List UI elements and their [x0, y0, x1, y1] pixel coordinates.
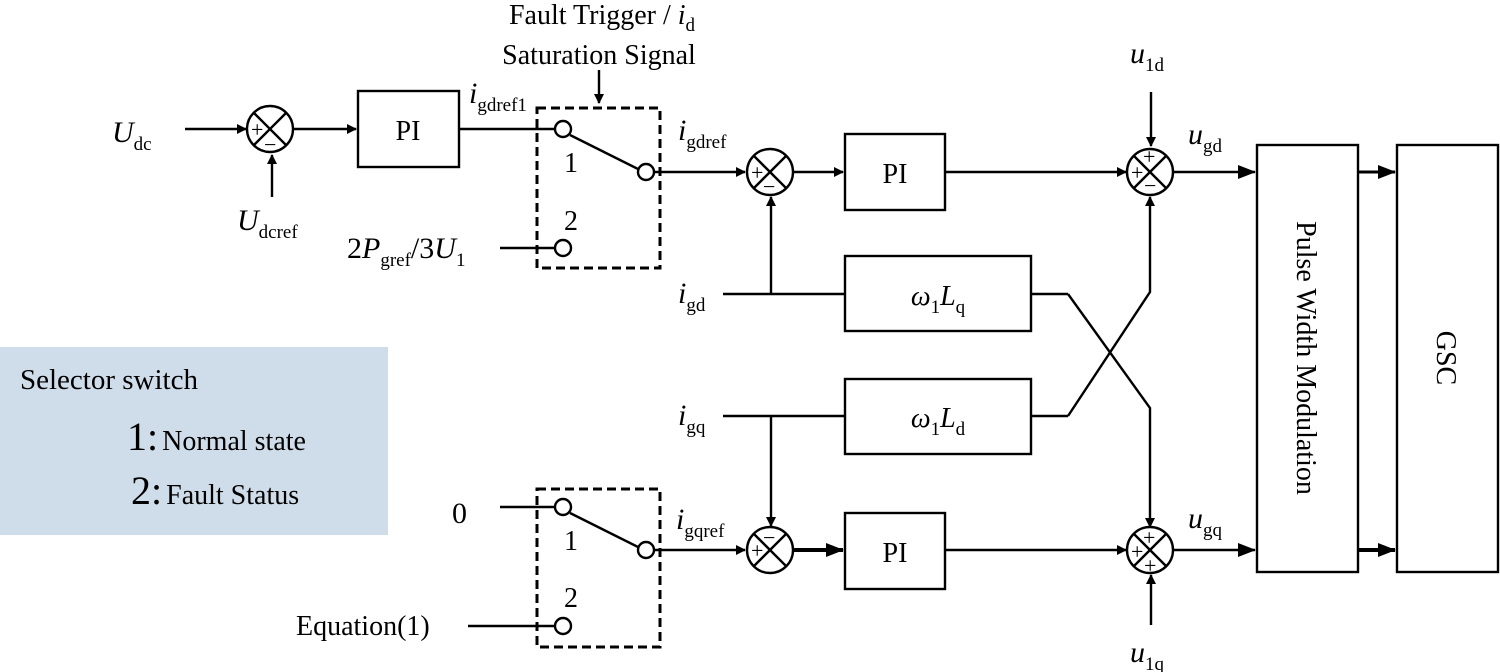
igd-label: igd — [678, 277, 706, 316]
pwm-label: Pulse Width Modulation — [1290, 221, 1321, 495]
switch-d-terminal-out — [636, 162, 656, 182]
summer-dc-minus: − — [264, 132, 276, 157]
legend-item-2: 2: Fault Status — [131, 467, 299, 514]
summer-ugq-plus-top: + — [1143, 525, 1155, 550]
w1lq-label: ω1Lq — [911, 281, 966, 318]
cross-wire-lq-to-ugq — [1067, 293, 1155, 528]
summer-ugd-plus-top: + — [1143, 144, 1155, 169]
summer-dc: + − — [245, 104, 295, 157]
zero-label: 0 — [452, 497, 467, 530]
selector-legend — [0, 347, 388, 535]
igq-label: igq — [678, 399, 706, 438]
switch-q-blade — [569, 511, 639, 549]
ugd-label: ugd — [1188, 118, 1223, 157]
legend-item-1-text: Normal state — [162, 426, 306, 457]
pi-dc-label: PI — [396, 116, 421, 147]
legend-item-2-num: 2: — [131, 468, 163, 513]
pi-dc-block — [356, 89, 461, 169]
summer-d-plus: + — [751, 160, 763, 185]
summer-q-minus: − — [763, 525, 775, 550]
switch-q-terminal-out — [636, 540, 656, 560]
pi-d-label: PI — [883, 159, 908, 190]
pwm-block — [1255, 143, 1360, 574]
legend-item-1: 1: Normal state — [127, 413, 306, 460]
switch-d-blade — [569, 133, 639, 171]
switch-d-pos1: 1 — [564, 148, 578, 179]
legend-title: Selector switch — [20, 364, 198, 396]
pgref-label: 2Pgref/3U1 — [347, 232, 465, 271]
switch-q-pos1: 1 — [564, 526, 578, 557]
u1d-label: u1d — [1130, 37, 1165, 76]
switch-q-terminal-1 — [553, 497, 573, 517]
pi-q-block — [843, 511, 947, 591]
legend-item-1-num: 1: — [127, 414, 159, 459]
summer-dc-plus: + — [251, 117, 263, 142]
w1ld-block — [843, 377, 1033, 456]
summer-ugd-minus: − — [1144, 173, 1156, 198]
igdref1-label: igdref1 — [469, 77, 527, 116]
u1q-label: u1q — [1130, 636, 1165, 672]
switch-q-pos2: 2 — [564, 583, 578, 614]
summer-ugd-plus-left: + — [1131, 160, 1143, 185]
switch-d-pos2: 2 — [564, 206, 578, 237]
fault-trigger-line1: Fault Trigger / id — [509, 0, 696, 36]
summer-d-current: + − — [745, 147, 795, 199]
summer-q-plus: + — [751, 538, 763, 563]
ugq-label: ugq — [1188, 502, 1223, 541]
summer-ugd: + + − — [1125, 144, 1175, 198]
udcref-label: Udcref — [237, 204, 298, 243]
equation-label: Equation(1) — [296, 611, 430, 642]
igdref-label: igdref — [678, 114, 727, 153]
summer-q-current: − + — [745, 525, 795, 575]
summer-ugq-plus-bottom: + — [1144, 553, 1156, 578]
summer-d-minus: − — [763, 174, 775, 199]
cross-wire-ld-to-ugd — [1066, 196, 1155, 417]
w1ld-label: ω1Ld — [911, 403, 966, 440]
udc-label: Udc — [112, 116, 152, 155]
gsc-block — [1395, 143, 1500, 574]
switch-d-terminal-1 — [553, 119, 573, 139]
summer-ugq-plus-left: + — [1131, 539, 1143, 564]
igqref-label: igqref — [676, 503, 725, 542]
summer-ugq: + + + — [1125, 525, 1175, 578]
selector-switch-q — [535, 487, 662, 649]
fault-trigger-line2: Saturation Signal — [502, 40, 696, 71]
w1lq-block — [843, 254, 1033, 333]
pi-d-block — [843, 132, 947, 212]
pi-q-label: PI — [883, 538, 908, 569]
switch-q-terminal-2 — [553, 616, 573, 636]
legend-item-2-text: Fault Status — [166, 480, 300, 511]
selector-switch-d — [535, 106, 662, 270]
gsc-label: GSC — [1430, 331, 1461, 385]
switch-d-terminal-2 — [553, 238, 573, 258]
